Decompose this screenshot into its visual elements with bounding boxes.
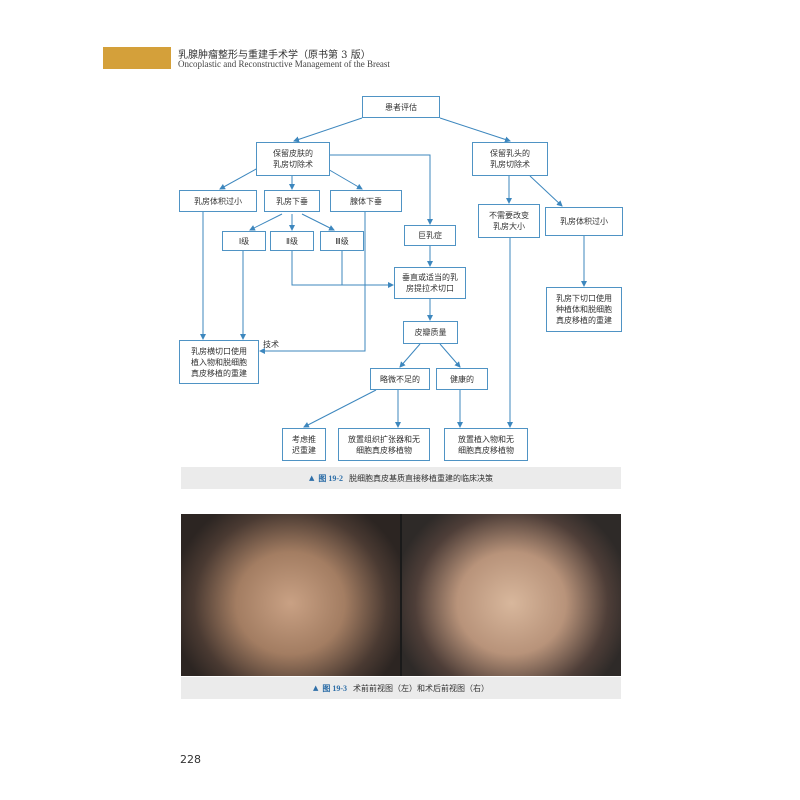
node-grade-1: Ⅰ级 xyxy=(222,231,266,251)
node-inframammary-reconstruction-right: 乳房下切口使用 种植体和脱细胞 真皮移植的重建 xyxy=(546,287,622,332)
caption-triangle-icon: ▲ xyxy=(308,474,315,482)
arrow-ptosis-to-grade3 xyxy=(301,213,335,231)
page-number: 228 xyxy=(180,753,201,766)
figure-19-3-number: 图 19-3 xyxy=(322,683,348,693)
arrow-marginal-to-delay xyxy=(303,389,377,428)
figure-19-3-photo xyxy=(181,514,621,676)
node-grade-2: Ⅱ级 xyxy=(270,231,314,251)
caption-triangle-icon: ▲ xyxy=(312,684,319,692)
arrow-grade2-to-vertical xyxy=(291,251,394,288)
arrow-skin-to-macromastia xyxy=(330,154,433,225)
node-inframammary-reconstruction-left: 乳房横切口使用 植入物和脱细胞 真皮移植的重建 xyxy=(179,340,259,384)
figure-19-2-caption: ▲ 图 19-2 脱细胞真皮基质直接移植重建的临床决策 xyxy=(181,467,621,489)
node-grade-3: Ⅲ级 xyxy=(320,231,364,251)
arrow-skin-to-glandular xyxy=(325,167,363,190)
node-breast-ptosis: 乳房下垂 xyxy=(264,190,320,212)
figure-19-3-caption: ▲ 图 19-3 术前前视图（左）和术后前视图（右） xyxy=(181,677,621,699)
node-skin-flap-quality: 皮瓣质量 xyxy=(403,321,458,344)
arrow-skinquality-to-healthy xyxy=(439,343,461,368)
node-marginal-quality: 略微不足的 xyxy=(370,368,430,390)
figure-19-2-number: 图 19-2 xyxy=(318,473,344,483)
node-consider-delayed-reconstruction: 考虑推 迟重建 xyxy=(282,428,326,461)
node-small-breast-volume: 乳房体积过小 xyxy=(179,190,257,212)
photo-divider xyxy=(400,514,402,676)
node-healthy-quality: 健康的 xyxy=(436,368,488,390)
node-macromastia: 巨乳症 xyxy=(404,225,456,246)
node-tissue-expander-adm: 放置组织扩张器和无 细胞真皮移植物 xyxy=(338,428,430,461)
node-small-breast-volume-right: 乳房体积过小 xyxy=(545,207,623,236)
postoperative-view-image xyxy=(402,514,621,676)
book-title: 乳腺肿瘤整形与重建手术学（原书第 3 版） xyxy=(178,50,371,61)
arrow-eval-to-nipple-sparing xyxy=(439,117,511,143)
arrow-ptosis-to-grade1 xyxy=(249,213,283,231)
arrow-skin-to-small xyxy=(219,167,259,190)
node-no-size-change: 不需要改变 乳房大小 xyxy=(478,204,540,238)
node-patient-evaluation: 患者评估 xyxy=(362,96,440,118)
node-nipple-sparing-mastectomy: 保留乳头的 乳房切除术 xyxy=(472,142,548,176)
figure-19-2-text: 脱细胞真皮基质直接移植重建的临床决策 xyxy=(349,473,494,483)
arrow-eval-to-skin-sparing xyxy=(293,117,363,143)
arrow-glandular-to-inframammary-left xyxy=(259,212,366,354)
label-technique: 技术 xyxy=(263,340,279,349)
node-implant-adm: 放置植入物和无 细胞真皮移植物 xyxy=(444,428,528,461)
figure-19-3-text: 术前前视图（左）和术后前视图（右） xyxy=(353,683,490,693)
arrow-nipple-to-small-right xyxy=(529,175,563,207)
node-skin-sparing-mastectomy: 保留皮肤的 乳房切除术 xyxy=(256,142,330,176)
book-subtitle: Oncoplastic and Reconstructive Managemen… xyxy=(178,59,390,69)
arrow-skinquality-to-marginal xyxy=(399,343,421,368)
header-accent-bar xyxy=(103,47,171,69)
node-glandular-ptosis: 腺体下垂 xyxy=(330,190,402,212)
preoperative-view-image xyxy=(181,514,400,676)
node-vertical-mastopexy-incision: 垂直或适当的乳 房提拉术切口 xyxy=(394,267,466,299)
